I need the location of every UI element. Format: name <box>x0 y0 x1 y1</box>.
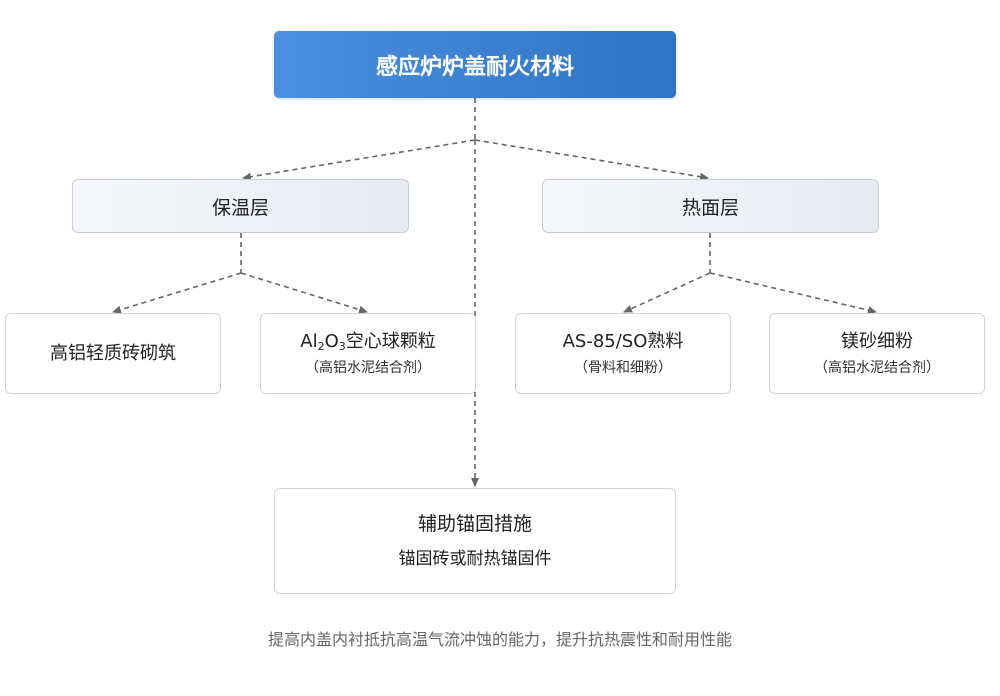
magnesia-node: 镁砂细粉 （高铝水泥结合剂） <box>769 313 985 394</box>
clinker-node: AS-85/SO熟料 （骨料和细粉） <box>515 313 731 394</box>
diagram-caption: 提高内盖内衬抵抗高温气流冲蚀的能力，提升抗热震性和耐用性能 <box>267 630 732 649</box>
clinker-note: （骨料和细粉） <box>574 359 672 376</box>
edge-insulation-to-brick <box>112 272 242 314</box>
hollow-sphere-label: Al2O3空心球颗粒 <box>300 330 436 353</box>
brick-lining-label: 高铝轻质砖砌筑 <box>50 342 176 364</box>
anchoring-measure-node: 辅助锚固措施 锚固砖或耐热锚固件 <box>274 488 676 594</box>
brick-lining-node: 高铝轻质砖砌筑 <box>5 313 221 394</box>
hot-face-layer-label: 热面层 <box>681 196 739 219</box>
edge-hotface-to-magnesia <box>709 272 877 315</box>
hollow-sphere-note: （高铝水泥结合剂） <box>305 359 431 376</box>
edge-hotface-to-clinker <box>623 272 711 313</box>
edge-insulation-to-hollow-sphere <box>240 272 368 314</box>
edge-root-to-insulation <box>242 139 476 181</box>
insulation-layer-label: 保温层 <box>211 196 269 219</box>
hot-face-layer-node: 热面层 <box>542 179 879 233</box>
root-label: 感应炉炉盖耐火材料 <box>375 54 574 80</box>
root-node: 感应炉炉盖耐火材料 <box>274 31 676 98</box>
clinker-label: AS-85/SO熟料 <box>562 330 684 352</box>
hollow-sphere-node: Al2O3空心球颗粒 （高铝水泥结合剂） <box>260 313 476 394</box>
anchoring-measure-detail: 锚固砖或耐热锚固件 <box>398 549 552 569</box>
edge-root-to-hotface <box>474 139 709 181</box>
magnesia-note: （高铝水泥结合剂） <box>814 359 940 376</box>
magnesia-label: 镁砂细粉 <box>841 330 913 352</box>
insulation-layer-node: 保温层 <box>72 179 409 233</box>
anchoring-measure-title: 辅助锚固措施 <box>417 513 532 535</box>
